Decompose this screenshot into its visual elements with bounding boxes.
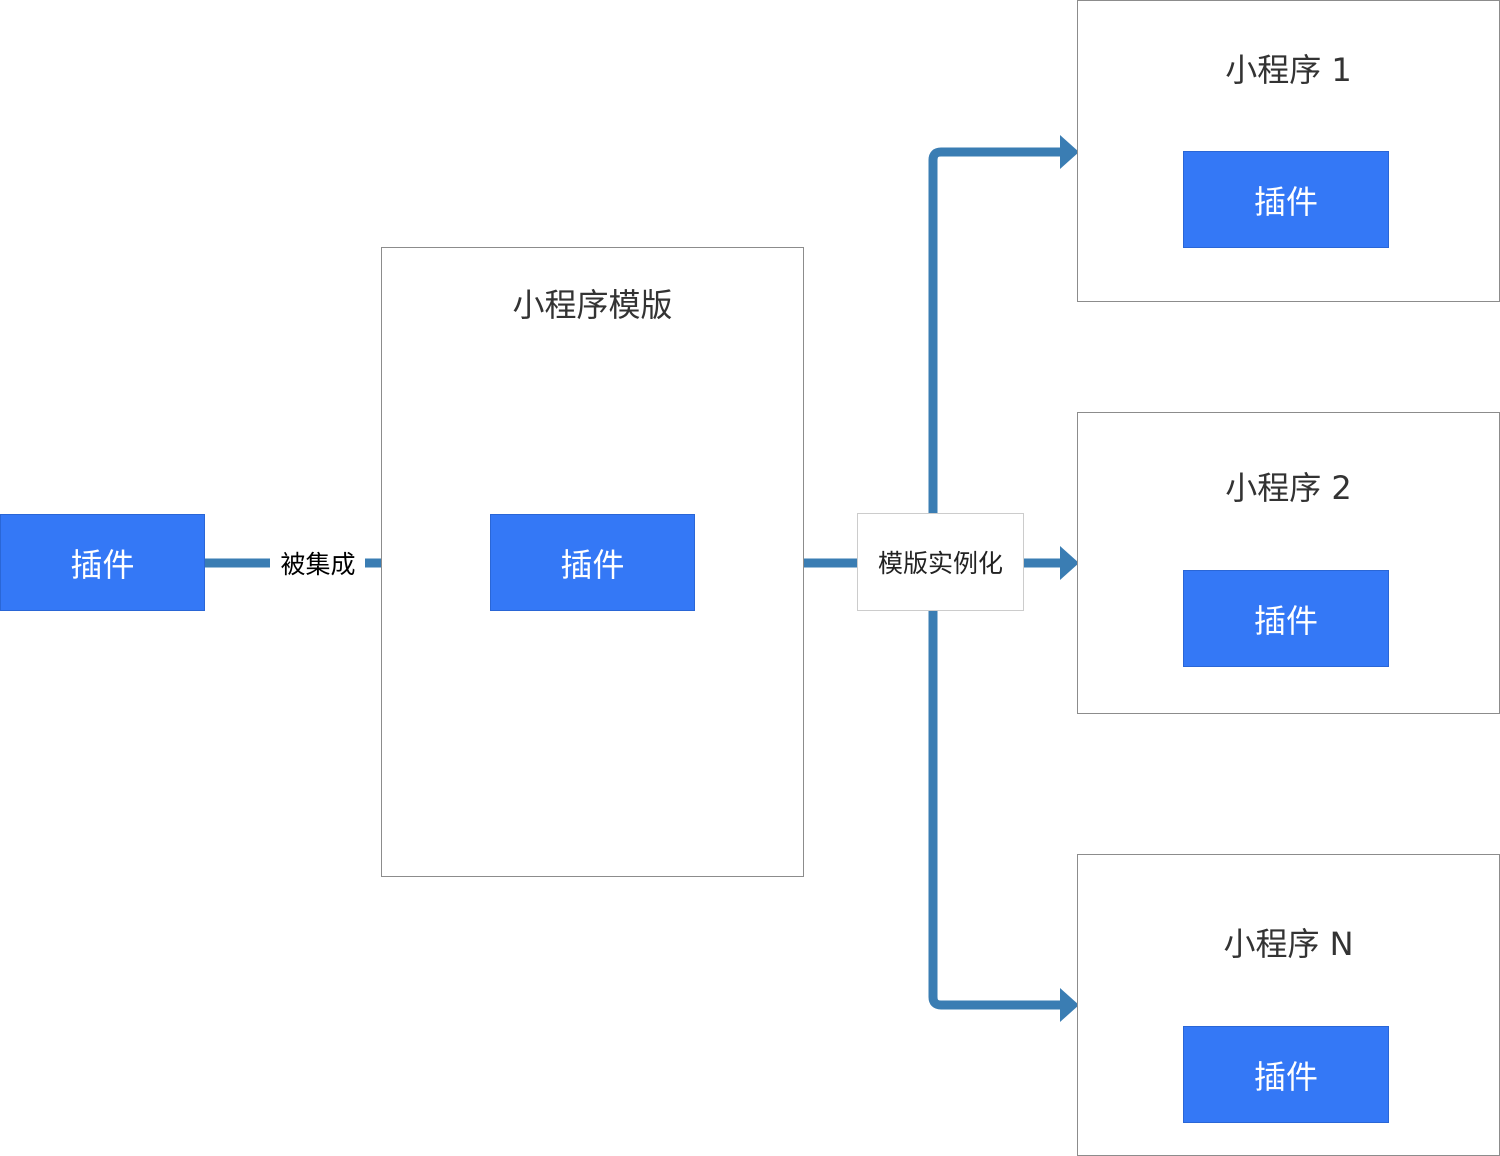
template-plugin-label: 插件 xyxy=(560,545,625,584)
app-plugin-n[interactable]: 插件 xyxy=(1183,1026,1389,1123)
source-plugin[interactable]: 插件 xyxy=(0,514,205,611)
app-box-2[interactable]: 小程序 2 xyxy=(1077,412,1500,714)
app-title-n: 小程序 N xyxy=(1223,925,1354,963)
integrate-label: 被集成 xyxy=(272,545,364,581)
source-plugin-label: 插件 xyxy=(70,545,135,584)
template-plugin[interactable]: 插件 xyxy=(490,514,695,611)
arrowhead-app2 xyxy=(1060,546,1079,580)
app-title-2: 小程序 2 xyxy=(1225,469,1352,507)
app-plugin-label-2: 插件 xyxy=(1253,601,1318,640)
arrowhead-app1 xyxy=(1060,135,1079,169)
app-plugin-2[interactable]: 插件 xyxy=(1183,570,1389,667)
instantiate-label: 模版实例化 xyxy=(857,513,1024,611)
branch-line-down xyxy=(928,611,1062,1010)
template-title: 小程序模版 xyxy=(512,286,673,324)
branch-line-up xyxy=(928,147,1062,513)
arrowhead-appn xyxy=(1060,988,1079,1022)
app-plugin-label-1: 插件 xyxy=(1253,182,1318,221)
app-title-1: 小程序 1 xyxy=(1225,51,1352,89)
app-plugin-label-n: 插件 xyxy=(1253,1057,1318,1096)
app-plugin-1[interactable]: 插件 xyxy=(1183,151,1389,248)
